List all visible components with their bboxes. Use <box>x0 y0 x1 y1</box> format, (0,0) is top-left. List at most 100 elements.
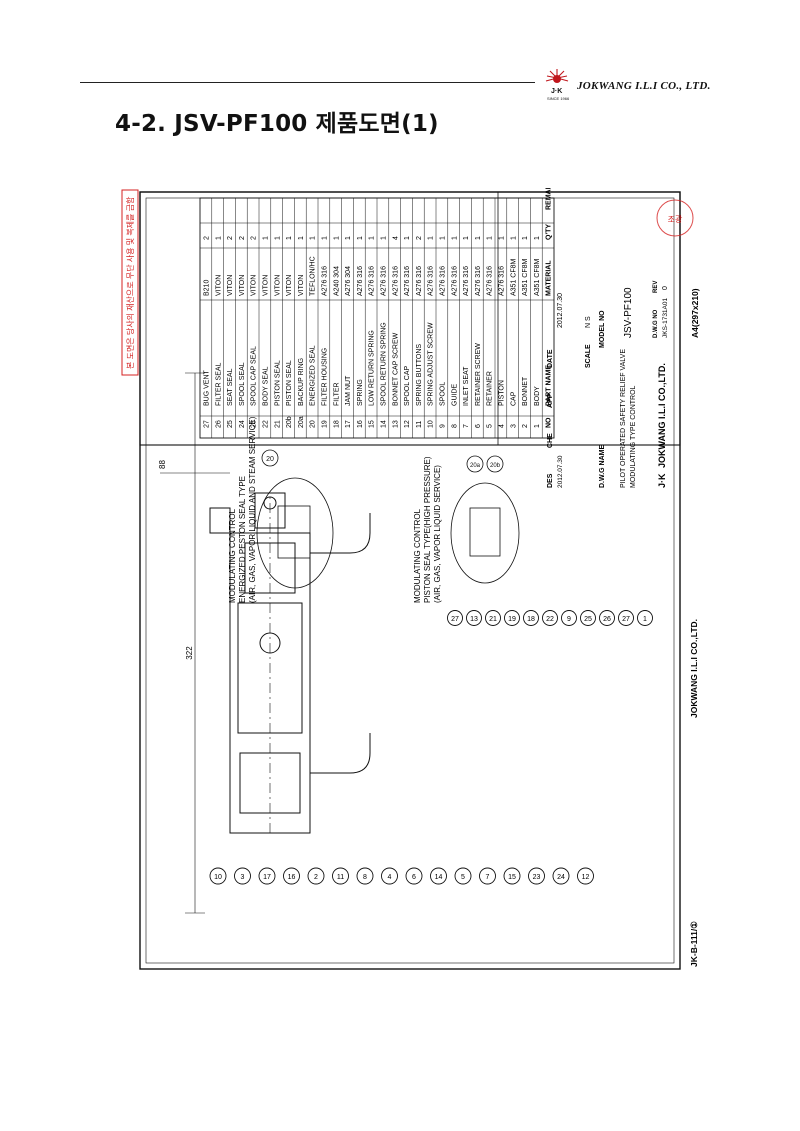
tb-dwg-name-line2: MODULATING TYPE CONTROL <box>630 385 637 488</box>
parts-cell-material: A276 304 <box>345 266 352 296</box>
dimension-lines <box>160 372 230 914</box>
tb-che-label: CHE <box>547 433 554 448</box>
parts-cell-name: SEAT SEAL <box>227 368 234 406</box>
parts-cell-no: 19 <box>322 420 329 428</box>
approval-stamp <box>656 199 694 237</box>
parts-cell-name: SPOOL RETURN SPRING <box>381 322 388 406</box>
tb-scale-value: N S <box>585 316 592 328</box>
callout-number: 15 <box>508 874 516 881</box>
parts-cell-qty: 2 <box>227 236 234 240</box>
callout-number: 23 <box>533 874 541 881</box>
parts-cell-qty: 4 <box>392 236 399 240</box>
parts-cell-name: BODY <box>534 386 541 406</box>
tb-app-label: APP <box>547 393 554 408</box>
parts-cell-qty: 1 <box>263 236 270 240</box>
parts-cell-name: JAM NUT <box>345 375 352 406</box>
callout-number: 25 <box>584 616 592 623</box>
callout-number: 22 <box>546 616 554 623</box>
parts-cell-no: 7 <box>463 424 470 428</box>
callout-bubble: 25 <box>580 610 596 626</box>
logo-dot <box>553 75 561 83</box>
parts-cell-qty: 1 <box>357 236 364 240</box>
callout-bubble: 18 <box>523 610 539 626</box>
section-b-note: MODULATING CONTROL PISTON SEAL TYPE(HIGH… <box>413 456 442 603</box>
callout-number: 7 <box>486 874 490 881</box>
callout-bubble: 24 <box>552 867 570 885</box>
callout-number: 9 <box>567 616 571 623</box>
callout-number: 4 <box>388 874 392 881</box>
parts-cell-qty: 1 <box>475 236 482 240</box>
tb-des-date: 2012.07.30 <box>557 455 564 488</box>
parts-cell-name: RETAINER SCREW <box>475 343 482 406</box>
parts-cell-qty: 1 <box>333 236 340 240</box>
parts-cell-no: 16 <box>357 420 364 428</box>
parts-cell-name: SPOOL CAP SEAL <box>251 346 258 406</box>
section-b-tag1: 20a <box>470 463 481 469</box>
parts-cell-qty: 1 <box>369 236 376 240</box>
callout-bubble: 21 <box>485 610 501 626</box>
callout-bubble: 2 <box>307 867 325 885</box>
parts-cell-material: VITON <box>251 275 258 296</box>
parts-cell-material: VITON <box>263 275 270 296</box>
parts-cell-name: ENERGIZED SEAL <box>310 345 317 406</box>
callout-number: 18 <box>527 616 535 623</box>
parts-cell-material: A276 316 <box>451 266 458 296</box>
callout-bubble: 1 <box>637 610 653 626</box>
callout-number: 17 <box>263 874 271 881</box>
callout-number: 8 <box>363 874 367 881</box>
parts-cell-no: 24 <box>239 420 246 428</box>
sheet-border <box>139 191 681 970</box>
section-a-line2: ENERGIZED PESTON SEAL TYPE <box>238 476 247 603</box>
parts-cell-no: 2 <box>522 424 529 428</box>
callout-bubble: 3 <box>234 867 251 885</box>
parts-cell-material: A351 CF8M <box>522 258 529 296</box>
section-b-line2: PISTON SEAL TYPE(HIGH PRESSURE) <box>423 456 432 603</box>
parts-cell-material: VITON <box>286 275 293 296</box>
callout-number: 6 <box>412 874 416 881</box>
parts-cell-qty: 1 <box>274 236 281 240</box>
parts-cell-qty: 1 <box>451 236 458 240</box>
parts-cell-material: A276 316 <box>404 266 411 296</box>
parts-cell-no: 15 <box>369 420 376 428</box>
company-name: JOKWANG I.L.I CO., LTD. <box>577 80 711 92</box>
section-a-line1: MODULATING CONTROL <box>228 508 237 603</box>
parts-cell-material: A276 316 <box>463 266 470 296</box>
parts-cell-name: SPOOL SEAL <box>239 362 246 406</box>
callout-number: 11 <box>337 874 344 881</box>
parts-cell-header-qty: Q'TY <box>546 224 553 240</box>
parts-cell-material: A351 CF8M <box>510 258 517 296</box>
parts-cell-qty: 1 <box>310 236 317 240</box>
dimension-width-label: 88 <box>158 460 167 469</box>
parts-cell-material: VITON <box>239 275 246 296</box>
parts-cell-no: 11 <box>416 421 423 428</box>
parts-cell-material: A276 316 <box>487 266 494 296</box>
notice-box <box>121 189 139 376</box>
parts-cell-no: 6 <box>475 424 482 428</box>
callout-bubble: 9 <box>561 610 577 626</box>
callout-bubble: 23 <box>528 867 545 885</box>
parts-cell-no: 21 <box>274 420 281 428</box>
callout-number: 3 <box>241 874 245 881</box>
tb-dwg-no-value: JKS-1731A01 <box>662 298 669 338</box>
parts-cell-material: A276 316 <box>392 266 399 296</box>
callout-number: 10 <box>214 874 222 881</box>
callout-bubble: 27 <box>447 610 463 626</box>
parts-cell-name: PISTON SEAL <box>274 360 281 406</box>
stamp-text: 조광 <box>668 214 683 224</box>
parts-cell-name: SPRING ADJUST SCREW <box>428 322 435 406</box>
parts-cell-no: 17 <box>345 420 352 428</box>
header-rule <box>80 82 535 83</box>
parts-cell-no: 20b <box>286 416 293 428</box>
parts-cell-header-no: NO <box>546 417 553 428</box>
parts-cell-name: BONNET CAP SCREW <box>392 332 399 406</box>
parts-cell-material: A276 316 <box>381 266 388 296</box>
callout-bubble: 5 <box>454 867 472 885</box>
parts-cell-material: A276 316 <box>416 266 423 296</box>
callout-number: 26 <box>603 616 611 623</box>
callout-number: 5 <box>461 874 465 881</box>
parts-cell-material: A276 316 <box>428 266 435 296</box>
parts-cell-material: TEFLON/HC <box>310 256 317 296</box>
title-block-text: DES CHE APP DATE 2012.07.30 2012.07.30 S… <box>547 199 700 488</box>
